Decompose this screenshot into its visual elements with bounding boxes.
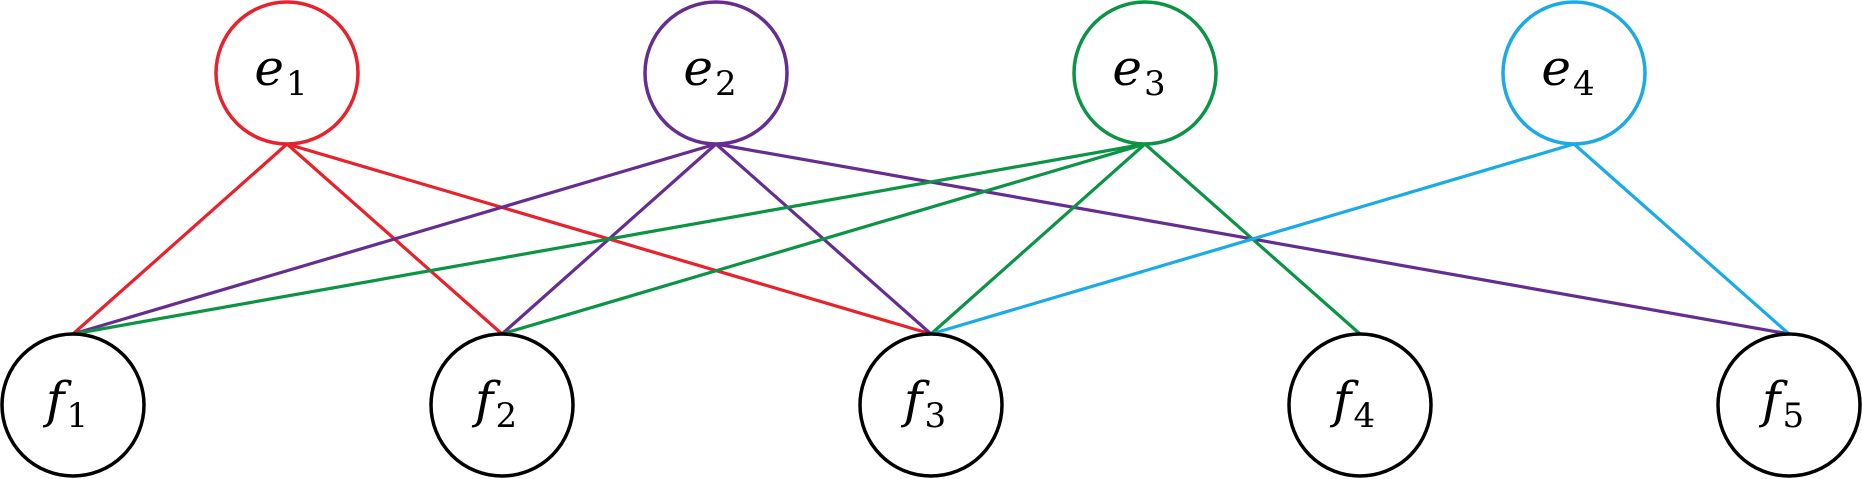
node-e3: e3 <box>1072 0 1218 146</box>
node-label-subscript: 2 <box>495 396 517 436</box>
node-e4: e4 <box>1501 0 1647 146</box>
edge-e3-f1 <box>72 142 1146 336</box>
node-f4: f4 <box>1287 332 1433 478</box>
node-label-subscript: 5 <box>1782 396 1804 436</box>
node-label-f1: f1 <box>42 371 88 436</box>
node-label-subscript: 4 <box>1573 64 1595 104</box>
edge-e4-f3 <box>930 142 1575 336</box>
node-e1: e1 <box>214 0 360 146</box>
node-label-e1: e1 <box>254 39 307 104</box>
edge-e4-f5 <box>1572 142 1791 336</box>
node-label-letter: e <box>1112 39 1142 97</box>
node-circle-f4 <box>1287 332 1433 478</box>
edge-e3-f2 <box>501 142 1146 336</box>
node-label-e4: e4 <box>1541 39 1594 104</box>
node-label-subscript: 1 <box>66 396 88 436</box>
node-label-subscript: 4 <box>1353 396 1375 436</box>
edge-e1-f1 <box>71 142 289 336</box>
node-label-subscript: 3 <box>1144 64 1166 104</box>
node-label-subscript: 3 <box>924 396 946 436</box>
node-circle-e3 <box>1072 0 1218 146</box>
node-circle-f1 <box>0 332 146 478</box>
node-circle-f2 <box>429 332 575 478</box>
node-label-letter: e <box>1541 39 1571 97</box>
node-circle-e2 <box>643 0 789 146</box>
node-label-subscript: 2 <box>715 64 737 104</box>
node-f1: f1 <box>0 332 146 478</box>
node-e2: e2 <box>643 0 789 146</box>
node-label-subscript: 1 <box>286 64 308 104</box>
node-f3: f3 <box>858 332 1004 478</box>
edge-e3-f3 <box>929 142 1147 336</box>
node-circle-e4 <box>1501 0 1647 146</box>
node-f2: f2 <box>429 332 575 478</box>
edges-layer <box>71 142 1791 336</box>
node-label-e3: e3 <box>1112 39 1165 104</box>
node-label-e2: e2 <box>683 39 736 104</box>
node-label-letter: e <box>254 39 284 97</box>
node-circle-f3 <box>858 332 1004 478</box>
node-circle-f5 <box>1716 332 1862 478</box>
node-label-letter: e <box>683 39 713 97</box>
node-f5: f5 <box>1716 332 1862 478</box>
node-circle-e1 <box>214 0 360 146</box>
edge-e2-f1 <box>72 142 717 336</box>
